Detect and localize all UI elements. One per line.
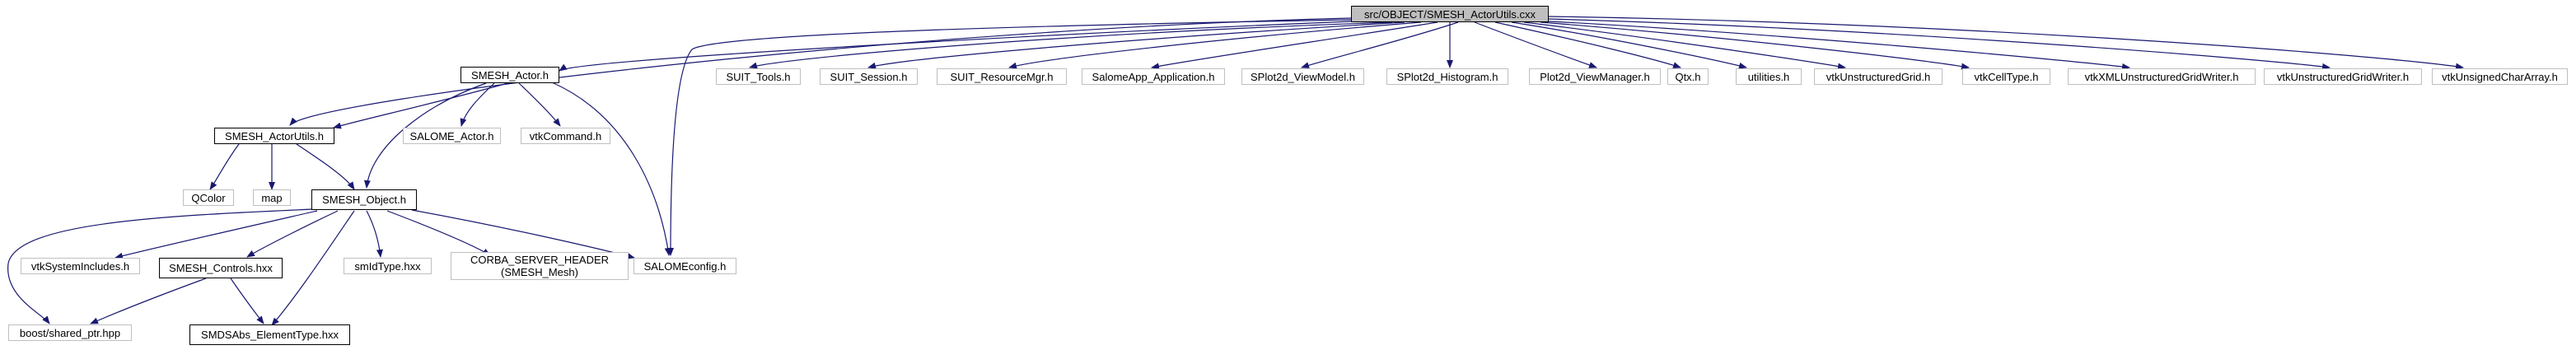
node-vtkxmlunstructuredgridwriter-h[interactable]: vtkXMLUnstructuredGridWriter.h [2068,68,2256,85]
edge-root-vtkunstructuredgrid [1523,21,1846,70]
edge-root-smesh-actorutils [289,17,1352,126]
edge-actor-vtkcommand [518,82,561,127]
edge-root-vtkunsignedchararray [1548,16,2464,70]
node-smesh-actorutils-h[interactable]: SMESH_ActorUtils.h [214,128,334,144]
edge-actorutils-qcolor [209,143,240,190]
edge-object-boost [7,208,314,324]
edge-actor-salomeconfig [551,82,671,256]
node-splot2d-viewmodel-h[interactable]: SPlot2d_ViewModel.h [1241,68,1364,85]
node-suit-resourcemgr-h[interactable]: SUIT_ResourceMgr.h [937,68,1067,85]
node-corba-server-header[interactable]: CORBA_SERVER_HEADER (SMESH_Mesh) [451,252,629,280]
edge-root-utilities [1511,21,1747,69]
edge-root-qtx [1494,21,1681,68]
edge-root-plot2d-viewmanager [1474,21,1597,68]
edge-object-smdsabs [271,210,355,326]
node-suit-session-h[interactable]: SUIT_Session.h [820,68,918,85]
node-boost-shared-ptr-hpp[interactable]: boost/shared_ptr.hpp [8,324,132,341]
edge-controls-smdsabs [230,278,264,324]
edge-actor-actorutils [333,82,512,129]
node-vtkcelltype-h[interactable]: vtkCellType.h [1962,68,2050,85]
node-qtx-h[interactable]: Qtx.h [1667,68,1709,85]
node-root-file[interactable]: src/OBJECT/SMESH_ActorUtils.cxx [1351,6,1549,22]
edge-root-suit-tools [749,21,1393,69]
node-plot2d-viewmanager-h[interactable]: Plot2d_ViewManager.h [1529,68,1661,85]
edge-root-vtkunstructuredgridwriter [1548,18,2331,70]
edge-object-smesh-controls [246,210,339,258]
node-vtksystemincludes-h[interactable]: vtkSystemIncludes.h [21,258,140,274]
node-salomeapp-application-h[interactable]: SalomeApp_Application.h [1082,68,1225,85]
node-utilities-h[interactable]: utilities.h [1736,68,1802,85]
edge-controls-boost [90,278,207,324]
node-smesh-controls-hxx[interactable]: SMESH_Controls.hxx [159,258,283,278]
node-splot2d-histogram-h[interactable]: SPlot2d_Histogram.h [1386,68,1508,85]
edge-root-vtkcelltype [1540,21,1970,70]
edge-root-smesh-actor [559,21,1352,72]
edge-root-salomeapp-application [1151,21,1438,70]
node-qcolor[interactable]: QColor [183,189,234,206]
node-smdsabs-elementtype-hxx[interactable]: SMDSAbs_ElementType.hxx [189,324,350,345]
node-map[interactable]: map [253,189,291,206]
edge-actor-salome-actor [460,82,495,127]
node-smidtype-hxx[interactable]: smIdType.hxx [344,258,432,274]
node-vtkunsignedchararray-h[interactable]: vtkUnsignedCharArray.h [2432,68,2568,85]
node-vtkunstructuredgridwriter-h[interactable]: vtkUnstructuredGridWriter.h [2264,68,2422,85]
edge-root-vtkxmlunstructuredgridwriter [1548,21,2130,70]
edge-root-suit-resourcemgr [1008,21,1422,69]
node-vtkcommand-h[interactable]: vtkCommand.h [521,128,610,144]
node-salome-actor-h[interactable]: SALOME_Actor.h [403,128,501,144]
edge-root-splot2d-viewmodel [1301,21,1459,68]
node-salomeconfig-h[interactable]: SALOMEconfig.h [633,258,736,274]
node-suit-tools-h[interactable]: SUIT_Tools.h [716,68,801,85]
node-smesh-actor-h[interactable]: SMESH_Actor.h [461,67,559,83]
node-vtkunstructuredgrid-h[interactable]: vtkUnstructuredGrid.h [1814,68,1943,85]
edge-root-suit-session [867,21,1405,69]
edge-object-smidtype [366,210,383,258]
node-smesh-object-h[interactable]: SMESH_Object.h [311,189,417,210]
edge-object-corba [386,210,491,256]
edge-object-vtksystemincludes [115,210,318,259]
edge-actorutils-smesh-object [296,143,355,190]
edge-root-salomeconfig [667,19,1352,256]
